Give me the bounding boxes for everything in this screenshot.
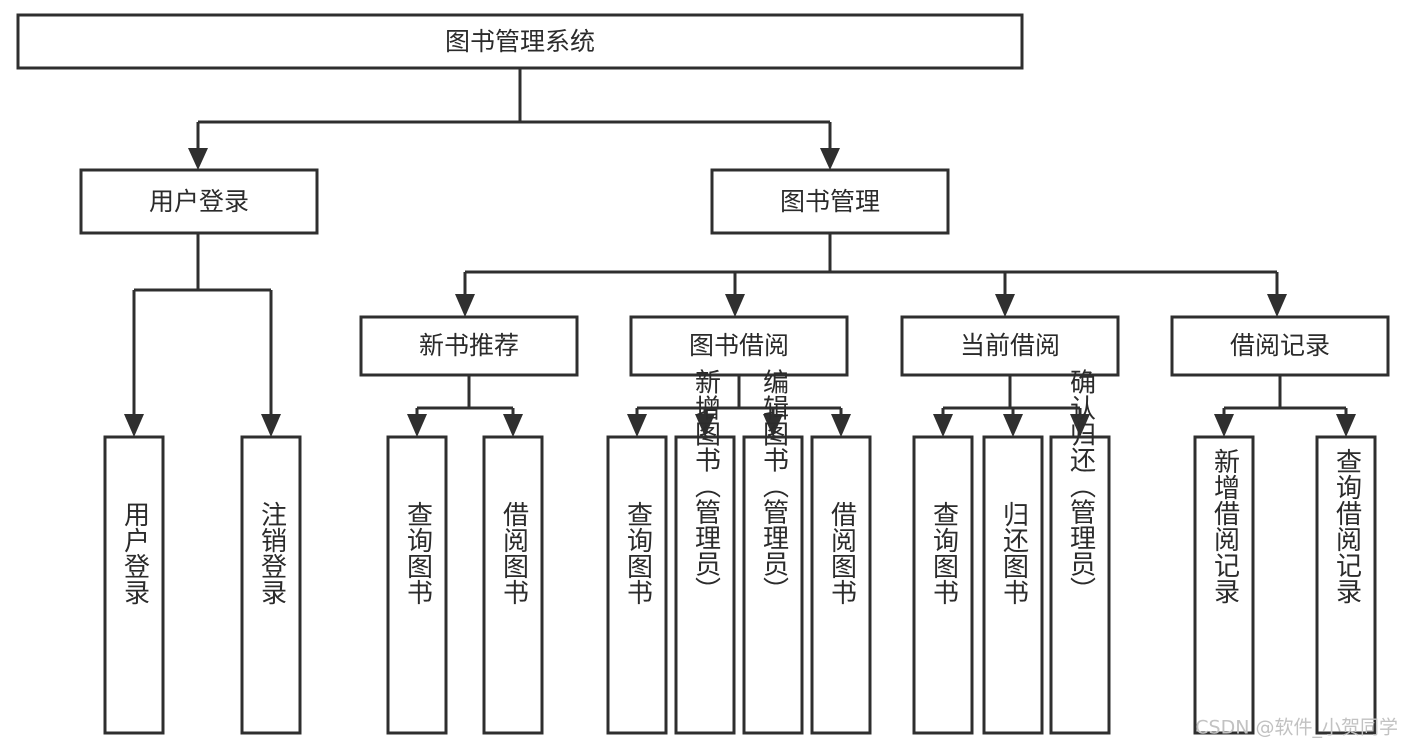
arrow-current-borrow-leaf3-icon xyxy=(1070,414,1090,437)
leaf-borrow-record-add-label: 新增借阅记录 xyxy=(1210,448,1240,604)
leaf-new-book-query[interactable]: 查询图书 xyxy=(386,435,448,735)
node-new-book-recommend-box[interactable] xyxy=(359,315,579,377)
node-root-label: 图书管理系统 xyxy=(445,27,595,56)
arrow-new-book-icon xyxy=(455,294,475,317)
leaf-user-login-logout-label: 注销登录 xyxy=(257,501,287,605)
leaf-borrow-record-add[interactable]: 新增借阅记录 xyxy=(1193,435,1255,735)
node-borrow-record[interactable]: 借阅记录 xyxy=(1170,315,1390,377)
connector-layer xyxy=(124,68,1356,437)
leaf-current-borrow-return-box[interactable] xyxy=(982,435,1044,735)
node-book-manage-box[interactable] xyxy=(710,168,950,235)
leaf-user-login-login-label: 用户登录 xyxy=(120,501,150,605)
arrow-current-borrow-icon xyxy=(995,294,1015,317)
leaf-book-borrow-query-box[interactable] xyxy=(606,435,668,735)
node-user-login-label: 用户登录 xyxy=(149,187,249,216)
arrow-book-borrow-leaf2-icon xyxy=(695,414,715,437)
leaf-book-borrow-query[interactable]: 查询图书 xyxy=(606,435,668,735)
leaf-book-borrow-borrow-label: 借阅图书 xyxy=(827,501,857,605)
leaf-user-login-logout-box[interactable] xyxy=(240,435,302,735)
arrow-new-book-leaf1-icon xyxy=(407,414,427,437)
leaf-current-borrow-confirm-box[interactable] xyxy=(1049,435,1111,735)
arrow-book-borrow-icon xyxy=(725,294,745,317)
leaf-book-borrow-edit[interactable]: 编辑图书（管理员） xyxy=(742,368,804,735)
node-current-borrow[interactable]: 当前借阅 xyxy=(900,315,1120,377)
node-new-book-recommend[interactable]: 新书推荐 xyxy=(359,315,579,377)
node-current-borrow-label: 当前借阅 xyxy=(960,331,1060,360)
leaf-current-borrow-confirm-label: 确认归还（管理员） xyxy=(1066,368,1096,602)
arrow-current-borrow-leaf2-icon xyxy=(1003,414,1023,437)
leaf-new-book-borrow[interactable]: 借阅图书 xyxy=(482,435,544,735)
leaf-book-borrow-borrow[interactable]: 借阅图书 xyxy=(810,435,872,735)
arrow-book-borrow-leaf3-icon xyxy=(763,414,783,437)
leaf-current-borrow-confirm[interactable]: 确认归还（管理员） xyxy=(1049,368,1111,735)
node-borrow-record-label: 借阅记录 xyxy=(1230,331,1330,360)
leaf-borrow-record-query-box[interactable] xyxy=(1315,435,1377,735)
leaf-new-book-borrow-box[interactable] xyxy=(482,435,544,735)
node-root-box[interactable] xyxy=(16,13,1024,70)
leaf-user-login-login-box[interactable] xyxy=(103,435,165,735)
leaf-borrow-record-add-box[interactable] xyxy=(1193,435,1255,735)
arrow-user-login-leaf1-icon xyxy=(124,414,144,437)
leaf-book-borrow-add[interactable]: 新增图书（管理员） xyxy=(674,368,736,735)
node-book-borrow-box[interactable] xyxy=(629,315,849,377)
leaf-new-book-query-label: 查询图书 xyxy=(403,501,433,605)
arrow-book-borrow-leaf4-icon xyxy=(831,414,851,437)
leaf-new-book-query-box[interactable] xyxy=(386,435,448,735)
leaf-current-borrow-return-label: 归还图书 xyxy=(999,501,1029,605)
leaf-current-borrow-query-label: 查询图书 xyxy=(929,501,959,605)
arrow-borrow-record-icon xyxy=(1267,294,1287,317)
leaf-user-login-logout[interactable]: 注销登录 xyxy=(240,435,302,735)
arrow-to-user-login-icon xyxy=(188,148,208,170)
node-book-borrow-label: 图书借阅 xyxy=(689,331,789,360)
leaf-new-book-borrow-label: 借阅图书 xyxy=(499,501,529,605)
node-book-manage[interactable]: 图书管理 xyxy=(710,168,950,235)
csdn-watermark: CSDN @软件_小贺同学 xyxy=(1195,717,1398,739)
leaf-book-borrow-edit-box[interactable] xyxy=(742,435,804,735)
leaf-borrow-record-query[interactable]: 查询借阅记录 xyxy=(1315,435,1377,735)
node-book-manage-label: 图书管理 xyxy=(780,187,880,216)
leaf-borrow-record-query-label: 查询借阅记录 xyxy=(1332,448,1362,604)
arrow-borrow-record-leaf1-icon xyxy=(1214,414,1234,437)
node-new-book-recommend-label: 新书推荐 xyxy=(419,331,519,360)
node-book-borrow[interactable]: 图书借阅 xyxy=(629,315,849,377)
node-borrow-record-box[interactable] xyxy=(1170,315,1390,377)
leaf-user-login-login[interactable]: 用户登录 xyxy=(103,435,165,735)
leaf-current-borrow-query[interactable]: 查询图书 xyxy=(912,435,974,735)
arrow-borrow-record-leaf2-icon xyxy=(1336,414,1356,437)
leaf-book-borrow-query-label: 查询图书 xyxy=(623,501,653,605)
node-current-borrow-box[interactable] xyxy=(900,315,1120,377)
arrow-user-login-leaf2-icon xyxy=(261,414,281,437)
arrow-new-book-leaf2-icon xyxy=(503,414,523,437)
leaf-book-borrow-add-box[interactable] xyxy=(674,435,736,735)
arrow-to-book-manage-icon xyxy=(820,148,840,170)
leaf-current-borrow-return[interactable]: 归还图书 xyxy=(982,435,1044,735)
node-user-login-box[interactable] xyxy=(79,168,319,235)
node-user-login[interactable]: 用户登录 xyxy=(79,168,319,235)
leaf-current-borrow-query-box[interactable] xyxy=(912,435,974,735)
arrow-current-borrow-leaf1-icon xyxy=(933,414,953,437)
leaf-book-borrow-borrow-box[interactable] xyxy=(810,435,872,735)
arrow-book-borrow-leaf1-icon xyxy=(627,414,647,437)
leaf-book-borrow-add-label: 新增图书（管理员） xyxy=(691,368,721,602)
node-root[interactable]: 图书管理系统 xyxy=(16,13,1024,70)
leaf-book-borrow-edit-label: 编辑图书（管理员） xyxy=(759,368,789,602)
